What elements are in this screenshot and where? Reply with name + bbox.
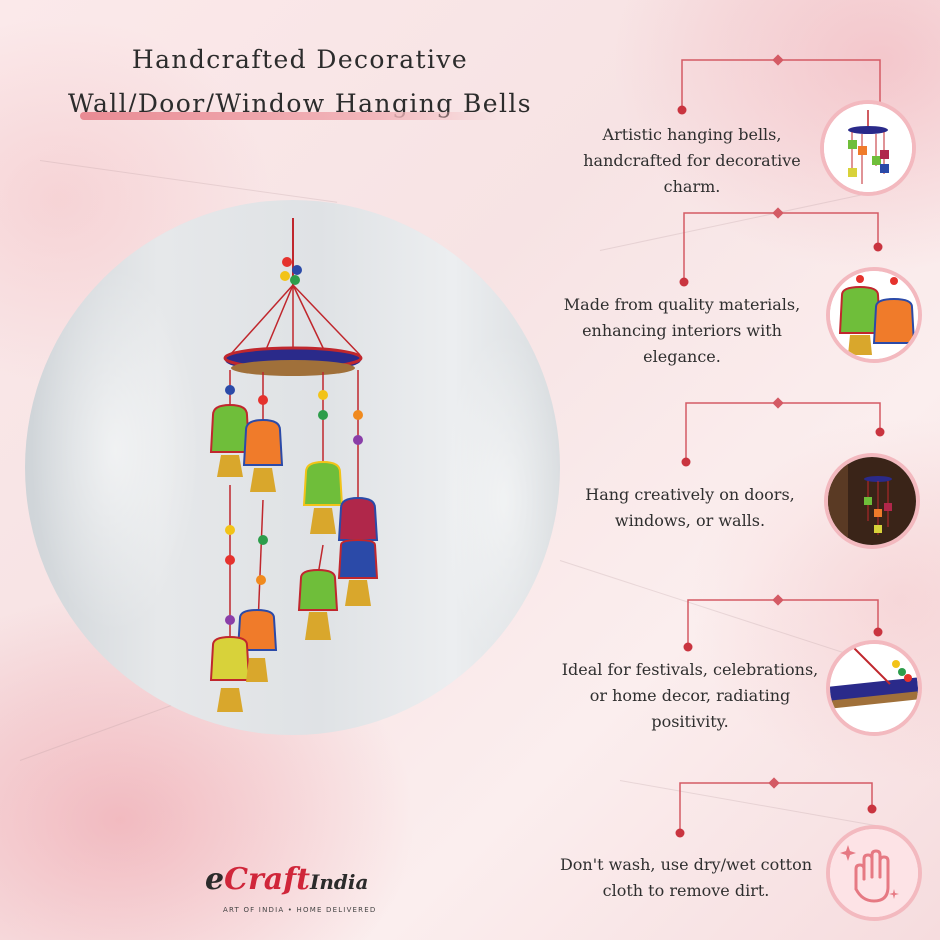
hero-product-image xyxy=(25,200,560,735)
title-underline xyxy=(80,112,500,120)
hanging-bells-thumb-icon xyxy=(824,104,912,192)
feature-connector-5 xyxy=(675,777,877,838)
feature-text-1: Artistic hanging bells, handcrafted for … xyxy=(583,125,801,196)
feature-text-2: Made from quality materials, enhancing i… xyxy=(563,295,801,366)
feature-text-3: Hang creatively on doors, windows, or wa… xyxy=(585,485,795,530)
bells-closeup-thumb-icon xyxy=(830,271,918,359)
feature-text-5: Don't wash, use dry/wet cotton cloth to … xyxy=(559,855,813,900)
thumb-hanging-bells xyxy=(820,100,916,196)
thumb-wiping-hand xyxy=(826,825,922,921)
hanging-bells-illustration xyxy=(209,218,379,712)
thumb-ring-detail xyxy=(826,640,922,736)
feature-text-4: Ideal for festivals, celebrations, or ho… xyxy=(561,660,819,731)
thumb-bells-closeup xyxy=(826,267,922,363)
thumb-bells-on-door xyxy=(824,453,920,549)
ring-detail-thumb-icon xyxy=(830,644,918,732)
brand-logo: eCraftIndia ART OF INDIA • HOME DELIVERE… xyxy=(205,862,385,922)
brand-wordmark: eCraftIndia xyxy=(205,862,369,897)
bells-on-door-thumb-icon xyxy=(828,457,916,545)
title-line-1: Handcrafted Decorative xyxy=(131,45,469,74)
wiping-hand-icon xyxy=(830,829,918,917)
brand-tagline: ART OF INDIA • HOME DELIVERED xyxy=(223,906,377,914)
